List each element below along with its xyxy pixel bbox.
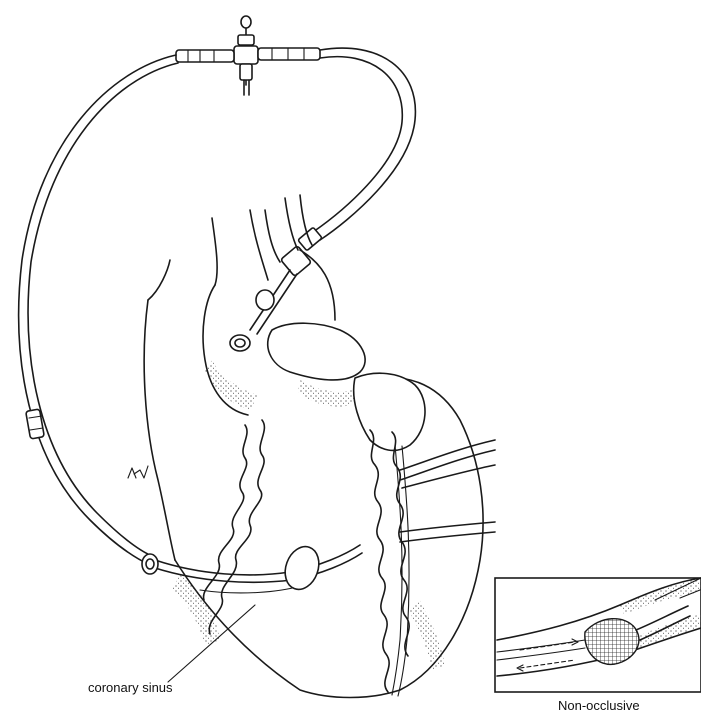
artist-signature — [128, 466, 148, 478]
inset-caption: Non-occlusive — [558, 698, 640, 713]
coronary-sinus-label: coronary sinus — [88, 680, 173, 695]
right-catheter-tube — [313, 48, 415, 240]
heart-drawing — [128, 195, 495, 698]
left-catheter-tube — [19, 55, 178, 565]
stopcock-connector — [176, 16, 320, 95]
inset-panel — [495, 578, 701, 692]
